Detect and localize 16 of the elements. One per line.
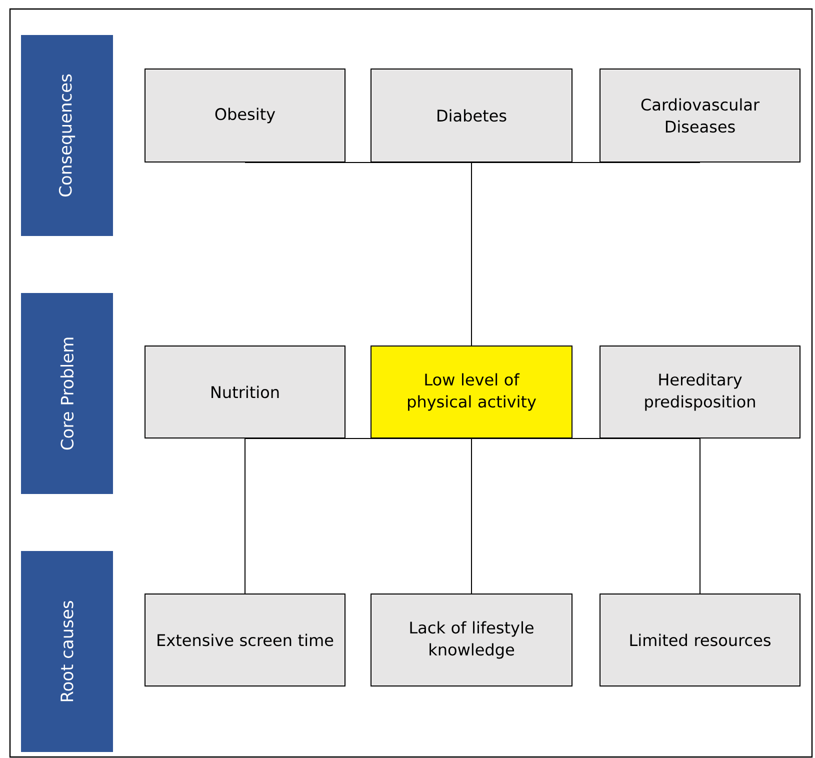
row-label-band: Root causes bbox=[21, 550, 113, 752]
connector-line bbox=[244, 438, 472, 594]
cause-box: Nutrition bbox=[144, 346, 346, 438]
row-label-band: Core Problem bbox=[21, 293, 113, 494]
cause-box: Diabetes bbox=[370, 68, 572, 162]
connector-line bbox=[471, 438, 700, 594]
cause-box: Lack of lifestyle knowledge bbox=[370, 593, 572, 686]
cause-box: Extensive screen time bbox=[144, 593, 346, 686]
cause-box: Hereditary predisposition bbox=[600, 346, 800, 438]
problem-box: Low level of physical activity bbox=[370, 346, 572, 438]
connector-line bbox=[471, 438, 472, 594]
row-label-band: Consequences bbox=[21, 35, 113, 236]
cause-box: Limited resources bbox=[600, 593, 800, 686]
cause-box: Cardiovascular Diseases bbox=[600, 68, 800, 162]
connector-line bbox=[471, 162, 700, 346]
cause-box: Obesity bbox=[144, 68, 346, 162]
